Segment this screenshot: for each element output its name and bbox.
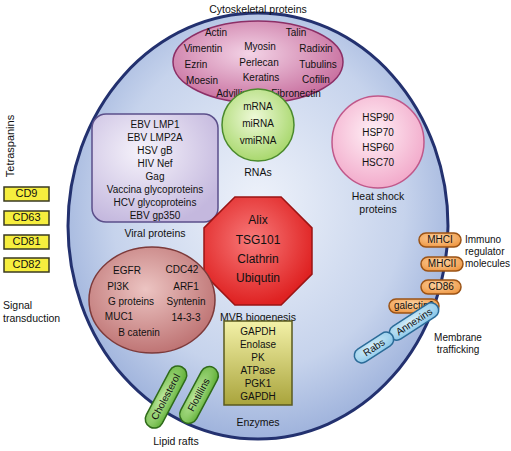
molecule-name: Enolase (198, 339, 318, 351)
molecule-name: HIV Nef (95, 158, 215, 170)
group-label: Lipid rafts (136, 435, 216, 448)
molecule-name: EBV LMP2A (95, 132, 215, 144)
molecule-name: Alix (208, 213, 308, 227)
molecule-name: Clathrin (208, 252, 308, 266)
rna-group: mRNAmiRNAvmiRNARNAs (221, 88, 295, 162)
group-heading: Heat shock proteins (346, 190, 410, 215)
group-heading: Enzymes (208, 416, 308, 429)
molecule-name: CD82 (0, 258, 57, 271)
molecule-name: PK (198, 352, 318, 364)
molecule-name: EBV gp350 (95, 210, 215, 222)
protein-group: EBV LMP1EBV LMP2AHSV gBHIV NefGagVaccina… (91, 113, 219, 223)
molecule-name: HSC70 (318, 157, 438, 169)
molecule-name: HCV glycoproteins (95, 197, 215, 209)
molecule-name: PI3K (58, 281, 178, 293)
protein-group: HSP90HSP70HSP60HSC70Heat shock proteins (331, 95, 425, 189)
molecule-name: Gag (95, 171, 215, 183)
molecule-name: vmiRNA (198, 135, 318, 147)
protein-group: EGFRCDC42PI3KARF1G proteinsSynteninMUC11… (88, 246, 216, 354)
molecule-name: HSV gB (95, 145, 215, 157)
molecule-name: miRNA (198, 118, 318, 130)
molecule-name: CD86 (411, 281, 471, 293)
molecule-name: MHCII (412, 258, 472, 270)
molecule-name: GAPDH (198, 326, 318, 338)
molecule-name: mRNA (198, 101, 318, 113)
molecule-name: B catenin (79, 327, 199, 339)
molecule-name: HSP70 (318, 127, 438, 139)
group-heading: Signal transduction (3, 299, 67, 324)
molecule-name: Cofilin (256, 74, 376, 86)
group-box (92, 114, 218, 222)
group-label: Immuno regulator molecules (465, 234, 511, 270)
molecule-name: CD81 (0, 235, 57, 248)
molecule-name: Vaccina glycoproteins (95, 184, 215, 196)
group-label: Membrane trafficking (429, 332, 487, 356)
molecule-name: Tubulins (258, 59, 378, 71)
molecule-name: EBV LMP1 (95, 119, 215, 131)
molecule-name: HSP90 (318, 112, 438, 124)
group-label: Tetraspanins (4, 101, 17, 191)
molecule-name: Talin (236, 27, 356, 39)
immuno-pill: MHCII (420, 256, 464, 272)
molecule-name: CD9 (0, 187, 57, 200)
molecule-name: CDC42 (122, 264, 242, 276)
immuno-pill: CD86 (420, 279, 462, 295)
exosome-membrane (68, 13, 448, 439)
molecule-name: Ezrin (136, 59, 256, 71)
tetraspanin-box: CD9 (3, 186, 50, 202)
node-shape-layer (203, 196, 313, 306)
immuno-pill: MHCI (418, 232, 462, 248)
molecule-name: CD63 (0, 211, 57, 224)
molecule-name: Ubiqutin (208, 271, 308, 285)
group-heading: Viral proteins (95, 227, 215, 240)
molecule-name: Radixin (256, 43, 376, 55)
group-octagon (204, 197, 312, 305)
molecule-name: GAPDH (198, 391, 318, 403)
molecule-name: ARF1 (126, 281, 246, 293)
protein-group: AlixTSG101ClathrinUbiqutinMVB biogenesis (203, 196, 313, 306)
molecule-name: MHCI (410, 234, 470, 246)
molecule-name: Actin (156, 27, 276, 39)
molecule-name: Syntenin (126, 296, 246, 308)
molecule-name: HSP60 (318, 142, 438, 154)
enzyme-group: GAPDHEnolasePKATPasePGK1GAPDHEnzymes (223, 320, 293, 406)
group-heading: Cytoskeletal proteins (158, 3, 358, 16)
tetraspanin-box: CD63 (3, 210, 50, 226)
molecule-name: MUC1 (59, 311, 179, 323)
tetraspanin-box: CD81 (3, 234, 50, 250)
group-heading: RNAs (218, 166, 298, 179)
tetraspanin-box: CD82 (3, 257, 50, 273)
molecule-name: TSG101 (208, 233, 308, 247)
